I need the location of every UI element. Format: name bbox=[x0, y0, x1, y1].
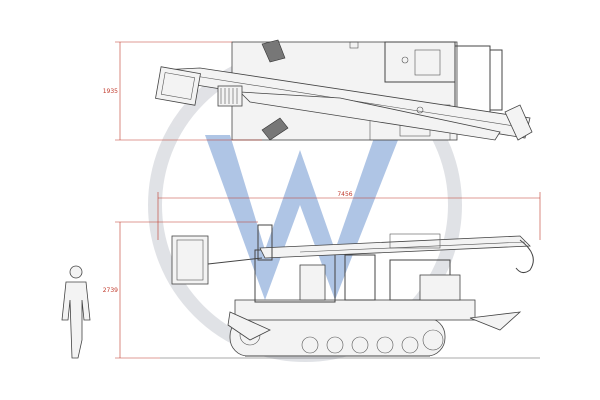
top-view-width-dimension: 1935 bbox=[103, 41, 262, 141]
overall-length-label: 7456 bbox=[337, 191, 352, 198]
side-view-height-label: 2739 bbox=[103, 287, 118, 294]
top-view bbox=[155, 39, 533, 141]
side-view-height-dimension: 2739 bbox=[103, 221, 258, 359]
side-view bbox=[160, 224, 540, 359]
overall-length-dimension: 7456 bbox=[157, 191, 541, 240]
human-scale-figure bbox=[61, 265, 91, 359]
top-view-width-label: 1935 bbox=[103, 88, 118, 95]
